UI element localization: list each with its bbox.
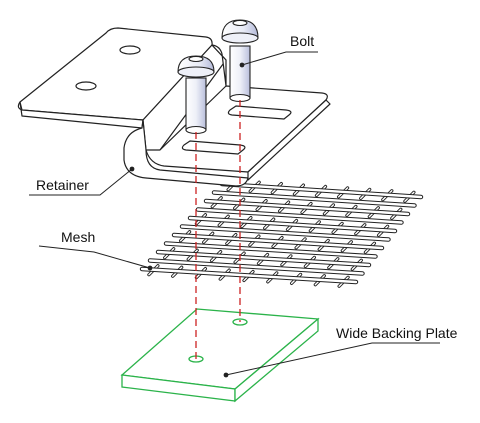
bolt-leader-dot	[239, 62, 245, 68]
bolt-rear-socket	[232, 19, 248, 27]
mesh-rod-highlight	[148, 259, 364, 275]
retainer-slot-rear	[227, 105, 292, 120]
bolt-front-head-base	[177, 66, 215, 78]
mesh-label: Mesh	[61, 229, 95, 245]
mesh-rod-highlight	[172, 233, 384, 250]
mesh-leader-dot	[147, 265, 153, 271]
backing-plate-leader-dot	[223, 372, 229, 378]
retainer-slot-front	[181, 140, 246, 155]
retainer	[17, 27, 331, 187]
retainer-top-hole-1	[119, 45, 141, 55]
mesh-rod-highlight	[196, 208, 403, 224]
bolt-front-shank	[185, 77, 207, 131]
mesh-leader	[38, 245, 151, 269]
wide-backing-plate-label: Wide Backing Plate	[336, 325, 458, 341]
mesh-rod-highlight	[140, 267, 358, 284]
mesh-rod-highlight	[212, 191, 416, 207]
wide-backing-plate	[120, 308, 320, 403]
mesh-rod-highlight	[156, 250, 371, 267]
bolt-rear	[221, 19, 259, 103]
leader-lines	[29, 51, 440, 376]
retainer-bend	[123, 119, 249, 187]
bolt-rear-head-base	[221, 32, 259, 44]
mesh-rod-highlight	[164, 242, 377, 258]
bolt-leader	[241, 51, 318, 66]
retainer-leader	[29, 168, 133, 196]
bolt-front	[177, 55, 215, 135]
bolt-front-socket	[188, 55, 204, 63]
mesh-rod-highlight	[220, 182, 423, 199]
retainer-top-hole-2	[75, 81, 97, 91]
backing-plate-side-face	[234, 317, 319, 403]
bolt-centerlines	[195, 100, 241, 359]
retainer-label: Retainer	[36, 177, 89, 193]
bolt-rear-shank	[229, 45, 251, 99]
mesh-rod-highlight	[180, 225, 390, 241]
mesh	[139, 179, 424, 288]
backing-plate-leader	[225, 342, 440, 376]
mesh-rod-highlight	[188, 216, 397, 233]
retainer-leader-dot	[129, 166, 135, 172]
leader-dots	[129, 62, 245, 378]
retainer-bottom-flange-edge	[247, 99, 331, 181]
retainer-top-lip	[211, 44, 227, 87]
bolt-label: Bolt	[290, 33, 314, 49]
